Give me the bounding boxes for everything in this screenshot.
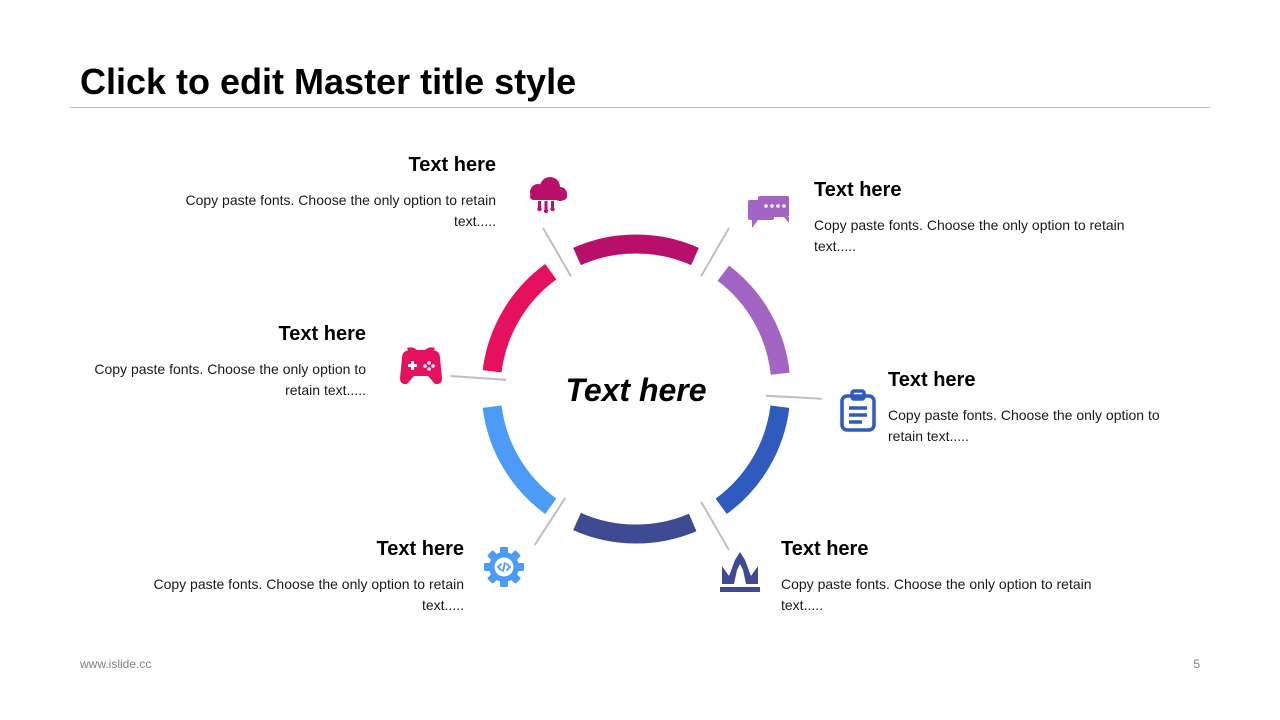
segment-heading: Text here — [814, 179, 902, 201]
leader-line — [542, 227, 572, 277]
segment-heading: Text here — [376, 538, 464, 560]
leader-line — [765, 394, 822, 400]
segment-body: Copy paste fonts. Choose the only option… — [153, 576, 464, 613]
segment-heading: Text here — [408, 154, 496, 176]
segment-block-top-left: Text here Copy paste fonts. Choose the o… — [166, 152, 496, 232]
segment-block-right: Text here Copy paste fonts. Choose the o… — [888, 367, 1180, 447]
leader-lines — [450, 227, 822, 551]
segment-body: Copy paste fonts. Choose the only option… — [185, 192, 496, 229]
footer-url: www.islide.cc — [80, 657, 152, 671]
center-label: Text here — [565, 372, 707, 408]
arc-bottom-right — [715, 405, 790, 514]
leader-line — [700, 501, 730, 551]
segment-body: Copy paste fonts. Choose the only option… — [94, 361, 366, 398]
segment-block-bottom-right: Text here Copy paste fonts. Choose the o… — [781, 536, 1111, 616]
segment-heading: Text here — [781, 538, 869, 560]
segment-body: Copy paste fonts. Choose the only option… — [888, 407, 1160, 444]
title-divider — [70, 107, 1210, 108]
leader-line — [450, 375, 507, 381]
cloud-computing-icon — [530, 177, 567, 214]
segment-block-left: Text here Copy paste fonts. Choose the o… — [72, 321, 366, 401]
arc-top-right — [717, 265, 790, 376]
code-gear-icon — [484, 547, 524, 587]
segment-heading: Text here — [888, 369, 976, 391]
leader-line — [533, 497, 567, 546]
segment-block-bottom-left: Text here Copy paste fonts. Choose the o… — [134, 536, 464, 616]
clipboard-icon — [840, 389, 876, 432]
segment-body: Copy paste fonts. Choose the only option… — [781, 576, 1092, 613]
segment-body: Copy paste fonts. Choose the only option… — [814, 217, 1125, 254]
leader-line — [700, 227, 730, 277]
arc-top — [573, 234, 699, 266]
ring-arcs — [482, 234, 790, 544]
slide-title: Click to edit Master title style — [80, 61, 577, 102]
arc-bottom — [573, 512, 697, 544]
page-number: 5 — [1193, 657, 1200, 671]
segment-block-top-right: Text here Copy paste fonts. Choose the o… — [814, 177, 1144, 257]
segment-heading: Text here — [278, 323, 366, 345]
arc-top-left — [482, 264, 557, 373]
arc-bottom-left — [482, 405, 557, 514]
gamepad-icon — [400, 347, 442, 385]
crown-icon — [720, 552, 760, 592]
chat-bubbles-icon — [748, 196, 789, 228]
